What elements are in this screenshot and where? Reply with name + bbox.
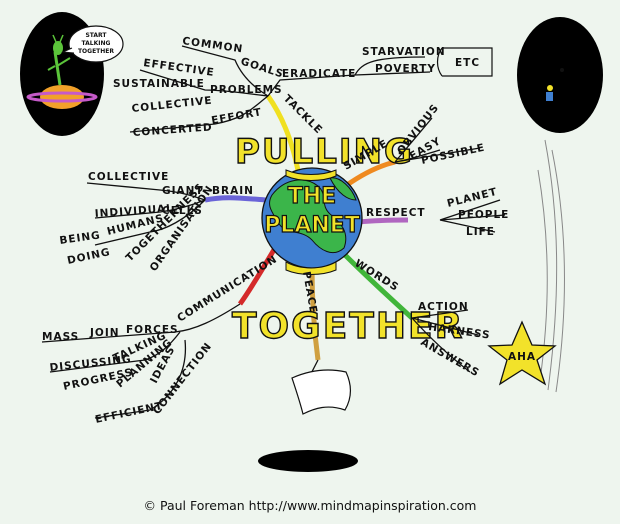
brain-collective: COLLECTIVE [88,171,169,183]
etc-bracket [436,47,493,77]
tackle-eradicate: ERADICATE [282,68,356,80]
white-flag [291,369,351,415]
communication-branch [237,246,278,306]
moon-illustration [517,17,603,133]
tackle-effective: EFFECTIVE [143,57,216,79]
aha-star: AHA [487,320,557,386]
star-label: AHA [508,351,536,363]
title-bottom: TOGETHER [232,306,464,347]
brain-label: BRAIN [212,185,254,197]
tackle-line-problems [139,69,269,97]
tackle-etc: ETC [455,57,480,69]
tackle-poverty: POVERTY [375,63,436,75]
words-branch [340,250,414,320]
tackle-line-starvation [354,56,426,76]
bubble-line-3: TOGETHER [78,48,114,55]
comm-forces: FORCES [126,324,179,336]
tackle-concerted: CONCERTED [132,121,213,139]
communication-line-talking [49,331,181,373]
respect-planet: PLANET [446,186,499,210]
shadow-ellipse [258,450,358,472]
brain-doing: DOING [66,246,112,267]
brain-being: BEING [59,229,102,247]
bubble-line-1: START [85,32,107,39]
simple-lines [394,117,481,163]
tackle-problems: PROBLEMS [210,84,283,96]
tackle-starvation: STARVATION [362,46,446,58]
brain-cells: CELLS [162,205,203,217]
speech-bubble: START TALKING TOGETHER [61,25,124,63]
tackle-common: COMMON [182,35,244,55]
comm-mass: MASS [42,331,79,343]
tackle-sustainable: SUSTAINABLE [113,78,205,90]
peace-branch [309,267,321,361]
respect-branch [357,217,409,225]
brain-line-giant [86,182,206,201]
respect-life: LIFE [466,226,495,238]
star-trail-1 [544,139,558,391]
globe: THE PLANET [261,167,363,275]
respect-people: PEOPLE [458,209,509,221]
comm-join: JOIN [89,327,120,339]
brain-line-cells [94,199,206,219]
tackle-collective: COLLECTIVE [131,95,213,115]
tackle-line-goals [181,45,269,97]
tackle-effort: EFFORT [210,106,263,127]
brain-branch [204,195,267,203]
tackle-line-eradicate [267,71,431,97]
respect-label: RESPECT [366,207,426,219]
star-trail-2 [551,149,566,393]
copyright-text: © Paul Foreman http://www.mindmapinspira… [144,498,477,513]
title-top: PULLING [235,132,414,172]
brain-giant: GIANT [162,185,204,197]
words-action: ACTION [418,301,469,313]
center-line-2: PLANET [264,213,360,238]
bubble-line-2: TALKING [82,40,111,47]
center-line-1: THE [288,184,336,209]
tackle-line-effort [129,95,269,133]
words-lines [411,309,479,373]
communication-line-forces [41,303,241,343]
respect-lines [439,199,506,233]
communication-line-connection [94,339,187,419]
brain-individual: INDIVIDUAL [94,203,174,220]
brain-line-humans [94,199,206,246]
